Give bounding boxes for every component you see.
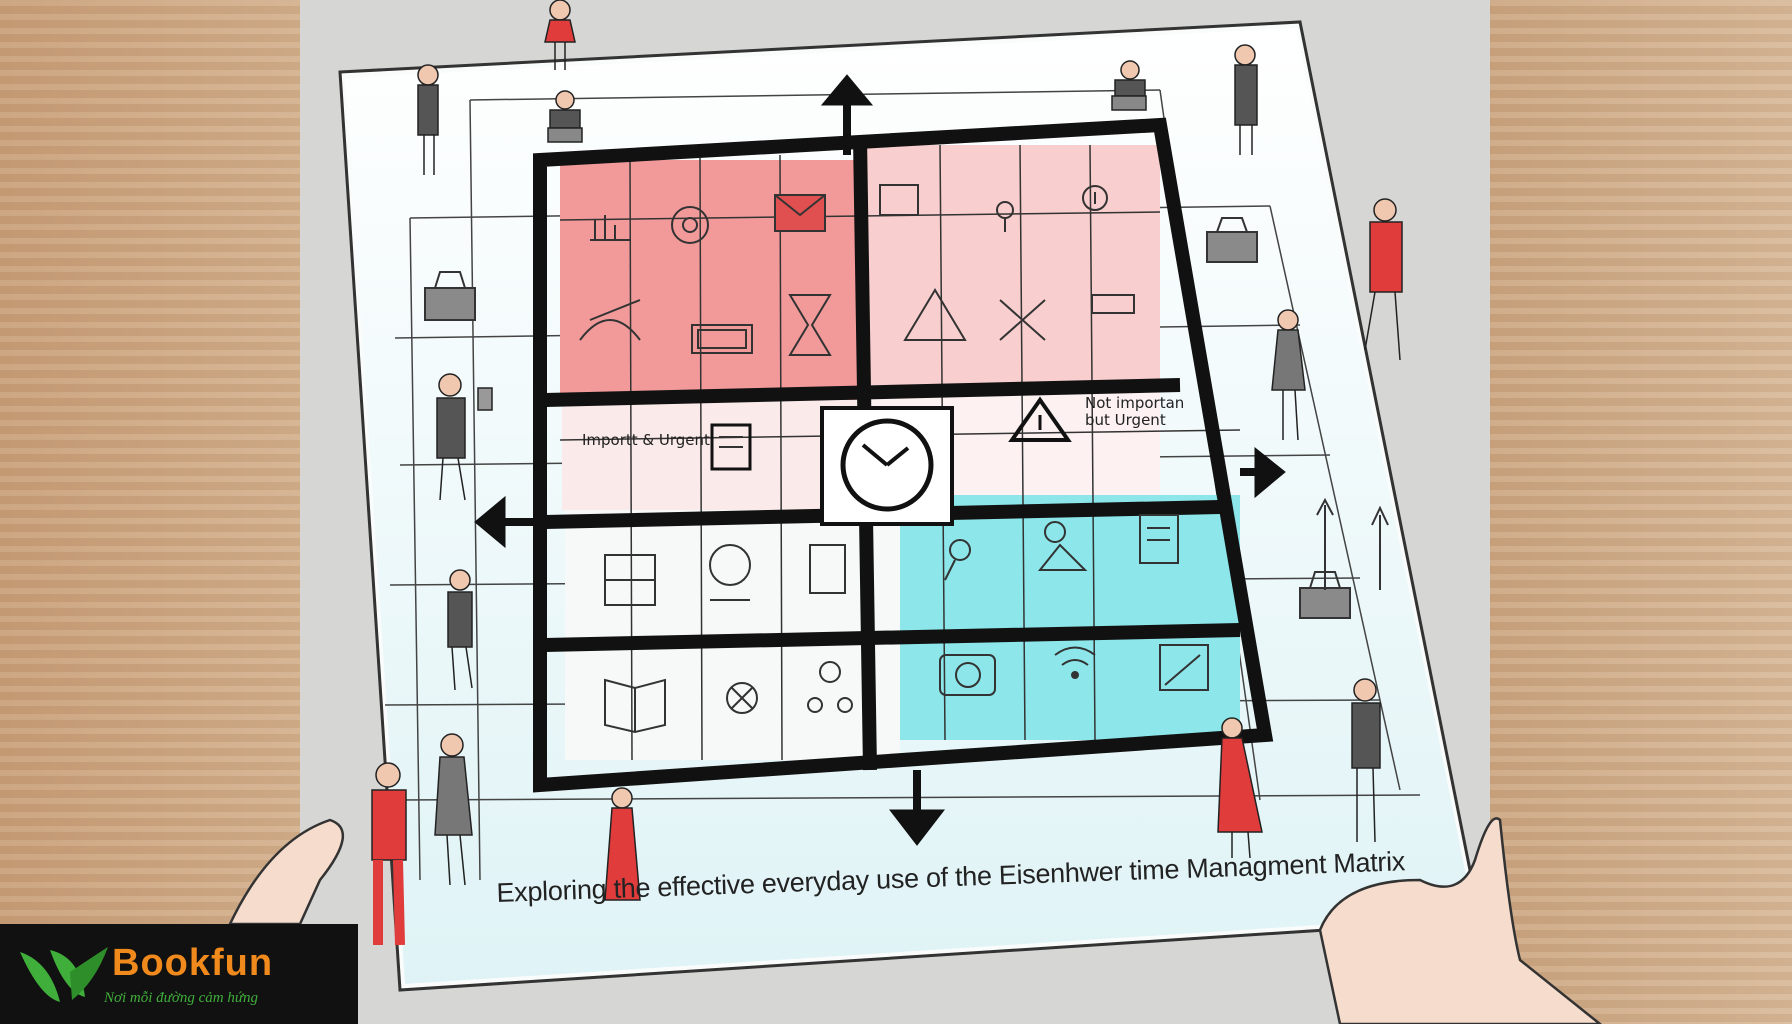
hourglass-icon bbox=[788, 294, 832, 356]
brand-tagline: Nơi mỗi đường cảm hứng bbox=[104, 990, 259, 1006]
blueprint-icon bbox=[604, 554, 656, 606]
person-red-jacket-left bbox=[371, 762, 407, 946]
quadrant-delegate bbox=[900, 495, 1240, 740]
flask-icon bbox=[1037, 521, 1088, 571]
person-grey-dress-left bbox=[434, 733, 473, 886]
person-red-dress-bottom-right bbox=[1217, 717, 1263, 859]
hands bbox=[228, 817, 1603, 1024]
person-grey-left-mid bbox=[447, 569, 473, 691]
label-not-important-urgent: Not importan but Urgent bbox=[1085, 394, 1185, 429]
label-important-urgent: Importt & Urgent bbox=[582, 431, 710, 449]
arrow-right-icon bbox=[1254, 446, 1286, 499]
arrow-up-icon bbox=[820, 74, 874, 106]
camera-icon bbox=[939, 654, 996, 696]
person-tablet-left bbox=[436, 373, 493, 501]
person-red-dress-top bbox=[544, 0, 576, 70]
person-red-dress-bottom bbox=[604, 787, 641, 901]
axis-arrows bbox=[474, 74, 1286, 846]
frame-icon bbox=[879, 184, 919, 216]
book-icon bbox=[604, 678, 666, 734]
pen-icon bbox=[944, 539, 971, 581]
face-icon bbox=[709, 544, 751, 601]
quadrant-schedule bbox=[860, 145, 1160, 385]
scissors-icon bbox=[999, 299, 1046, 341]
person-desk-right bbox=[1111, 60, 1147, 111]
person-grey-left bbox=[417, 64, 439, 175]
lock-icons bbox=[424, 217, 1351, 619]
envelope-icon bbox=[774, 194, 826, 232]
arrow-down-icon bbox=[888, 809, 946, 846]
list-icon bbox=[1139, 514, 1179, 564]
lock-icon bbox=[1206, 217, 1258, 263]
quadrant-icons bbox=[579, 184, 1209, 734]
info-icon bbox=[1082, 185, 1108, 211]
pin-icon bbox=[996, 201, 1014, 232]
person-desk-top bbox=[547, 90, 583, 143]
arrow-left-icon bbox=[474, 495, 506, 549]
tent-icon bbox=[903, 288, 967, 341]
person-grey-top-right bbox=[1234, 44, 1258, 155]
note-icon bbox=[809, 544, 846, 594]
leaf-logo-icon bbox=[20, 947, 108, 1002]
lock-icon bbox=[1299, 571, 1351, 619]
person-grey-bottom-right bbox=[1351, 678, 1381, 843]
warning-icon bbox=[1008, 396, 1072, 442]
target-icon bbox=[671, 206, 709, 244]
person-grey-dress-right bbox=[1271, 309, 1306, 441]
map-icon bbox=[1159, 644, 1209, 691]
wifi-icon bbox=[1054, 646, 1096, 679]
lock-icon bbox=[424, 271, 476, 321]
chart-icon bbox=[590, 215, 630, 241]
compass-icon bbox=[726, 682, 758, 714]
brand-logo: Bookfun Nơi mỗi đường cảm hứng bbox=[0, 924, 358, 1024]
tray-icon bbox=[1091, 294, 1135, 314]
brand-name: Bookfun bbox=[112, 942, 274, 984]
document-icon bbox=[710, 423, 752, 471]
arrow-icon bbox=[1316, 497, 1389, 590]
network-icon bbox=[807, 661, 853, 713]
clock-icon bbox=[820, 406, 954, 526]
person-red-jacket-right bbox=[1364, 198, 1403, 361]
right-hand bbox=[1318, 817, 1603, 1024]
people bbox=[371, 0, 1403, 946]
left-hand bbox=[228, 818, 345, 926]
ticket-icon bbox=[691, 324, 753, 354]
bow-icon bbox=[579, 299, 641, 341]
